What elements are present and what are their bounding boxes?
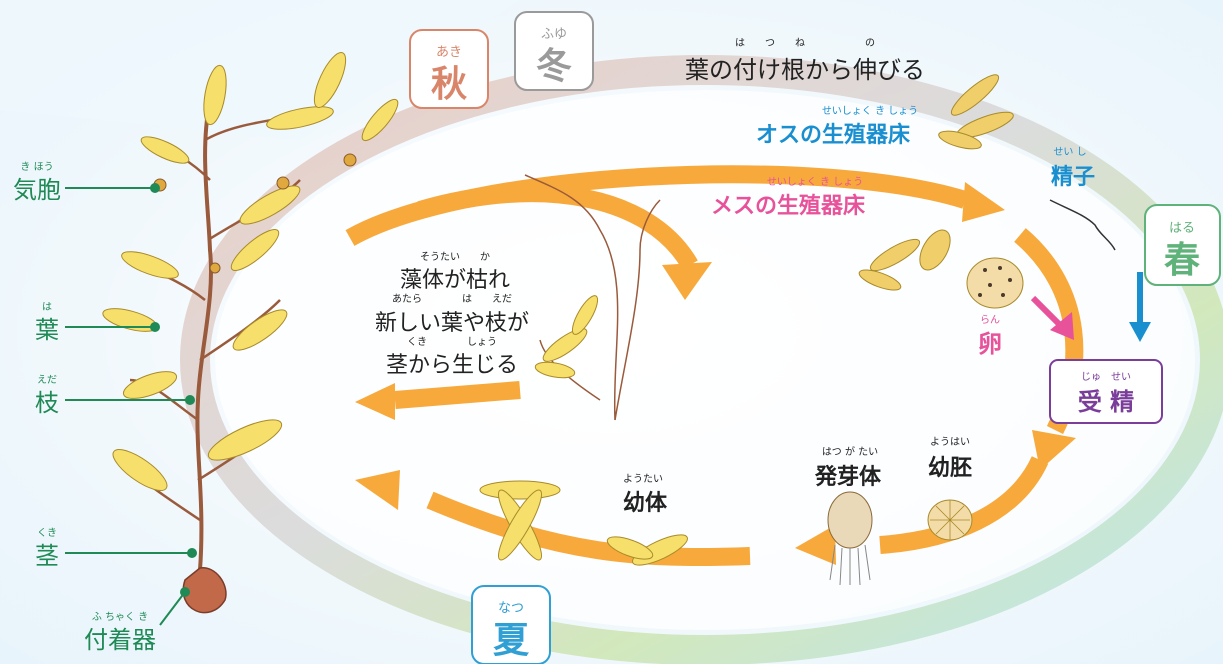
leaf-base-text: 葉の付け根から伸びる [685, 56, 925, 84]
arrowhead-top-outer [962, 182, 1005, 222]
female-receptacle-illustration [858, 229, 951, 291]
stage-labels: は つ ね の 葉の付け根から伸びる せいしょく き しょう オスの生殖器床 せ… [623, 37, 1163, 516]
arrow-right-lower [879, 456, 1049, 554]
female-receptacle-label: メスの生殖器床 [711, 193, 866, 219]
germling-label: 発芽体 [814, 465, 882, 490]
juvenile-label: 幼体 [623, 490, 668, 516]
male-receptacle-illustration [938, 74, 1014, 150]
sperm-arrow-head [1129, 322, 1151, 342]
regrowth-line1-furigana: そうたい か [420, 251, 490, 263]
regrowth-line3: 茎から生じる [386, 353, 518, 378]
season-badge-winter: ふゆ 冬 [514, 11, 594, 91]
arrow-top-inner [417, 184, 698, 270]
season-summer-label: 夏 [493, 620, 530, 661]
egg-label: 卵 [978, 330, 1002, 358]
label-air-bladder-furigana: き ほう [20, 161, 53, 173]
label-stem-furigana: くき [37, 527, 57, 539]
sargassum-plant-illustration [102, 51, 399, 614]
season-spring-label: 春 [1164, 240, 1200, 281]
plant-part-labels: き ほう 気胞 は 葉 えだ 枝 くき 茎 ふ ちゃく き 付着器 [13, 161, 197, 654]
embryo-label: 幼胚 [928, 455, 972, 481]
season-summer-furigana: なつ [498, 601, 524, 616]
fertilization-label: 受 精 [1078, 388, 1134, 416]
arrowhead-top-inner [662, 262, 712, 300]
arrow-middle [394, 381, 521, 409]
season-autumn-label: 秋 [431, 64, 467, 105]
label-branch-furigana: えだ [37, 374, 57, 386]
season-spring-furigana: はる [1169, 221, 1195, 236]
arrow-heads [355, 182, 1076, 565]
juvenile-illustration [479, 480, 688, 566]
regrowth-line2-furigana: あたら は えだ [392, 293, 512, 305]
label-leaf-furigana: は [42, 301, 52, 313]
fertilization-furigana: じゅ せい [1081, 371, 1131, 383]
label-air-bladder: 気胞 [13, 176, 61, 204]
fertilization-box [1049, 359, 1163, 424]
male-receptacle-label: オスの生殖器床 [756, 122, 911, 148]
season-ring [180, 55, 1223, 664]
sperm-illustration [1049, 199, 1116, 251]
embryo-furigana: ようはい [930, 436, 970, 448]
egg-furigana: らん [980, 314, 1000, 326]
label-holdfast-furigana: ふ ちゃく き [92, 611, 148, 623]
arrowhead-bottom [355, 470, 400, 510]
sperm-furigana: せい し [1053, 146, 1086, 158]
embryo-illustration [927, 499, 973, 541]
label-branch: 枝 [35, 389, 59, 417]
regrowth-leaves [534, 295, 599, 379]
germling-illustration [827, 491, 873, 586]
season-badge-autumn: あき 秋 [409, 29, 489, 109]
leaf-base-furigana: は つ ね の [735, 37, 875, 49]
season-badge-summer: なつ 夏 [471, 585, 551, 664]
regrowth-description: そうたい か 藻体が枯れ あたら は えだ 新しい葉や枝が くき しょう 茎から… [375, 251, 529, 378]
egg-illustration [966, 257, 1024, 309]
regrowth-line3-furigana: くき しょう [407, 336, 497, 348]
male-receptacle-furigana: せいしょく き しょう [822, 105, 918, 117]
juvenile-furigana: ようたい [623, 473, 663, 485]
regrowth-line1: 藻体が枯れ [400, 268, 510, 293]
season-winter-furigana: ふゆ [541, 27, 567, 42]
label-leaf: 葉 [35, 316, 59, 344]
arrowhead-right-upper [1032, 430, 1076, 470]
background-wave [0, 0, 520, 140]
regrowth-line2: 新しい葉や枝が [375, 311, 529, 336]
sperm-label: 精子 [1051, 164, 1095, 190]
arrow-top-outer [345, 165, 968, 246]
season-ring-inner [215, 90, 1195, 630]
season-badge-spring: はる 春 [1144, 204, 1221, 286]
label-holdfast: 付着器 [84, 626, 156, 654]
arrow-bottom [426, 491, 751, 567]
season-autumn-furigana: あき [436, 45, 462, 60]
egg-arrow [1030, 295, 1063, 328]
gamete-arrows [1030, 272, 1151, 342]
holdfast [182, 567, 227, 614]
female-receptacle-furigana: せいしょく き しょう [767, 176, 863, 188]
arrowhead-middle [355, 383, 395, 420]
germling-furigana: はつ が たい [822, 445, 878, 458]
egg-arrow-head [1050, 312, 1074, 340]
arrowhead-right-lower [795, 525, 836, 565]
label-stem: 茎 [35, 542, 59, 570]
season-winter-label: 冬 [536, 46, 572, 87]
